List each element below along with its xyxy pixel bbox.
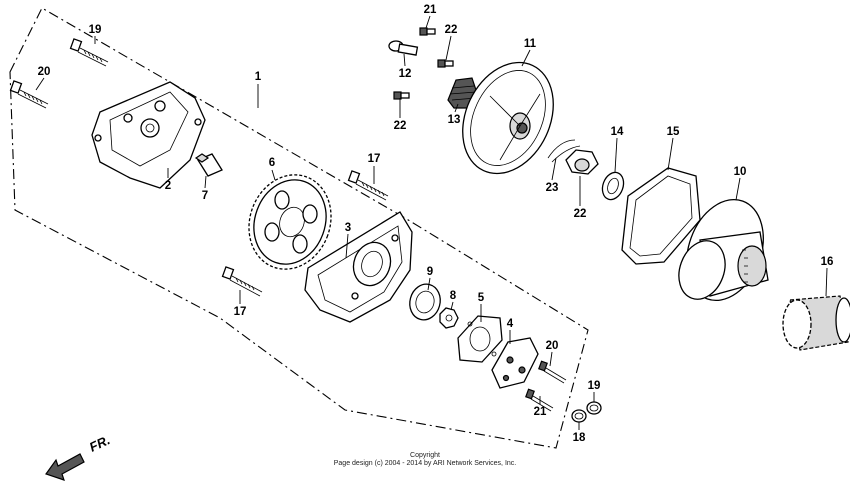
- bolt-17-lower[interactable]: [221, 266, 263, 297]
- screw-21-lower[interactable]: [525, 388, 554, 412]
- bolt-20-upper[interactable]: [69, 38, 109, 67]
- leader-lines: [35, 15, 828, 430]
- callout-2: 2: [165, 180, 171, 192]
- callout-17-lower: 17: [234, 306, 247, 318]
- callout-20-upper: 19: [89, 24, 102, 36]
- callout-19-left: 18: [573, 432, 586, 444]
- bolt-22-middle[interactable]: [437, 59, 454, 68]
- gasket-5[interactable]: [457, 315, 503, 363]
- callout-22-lower: 22: [394, 120, 407, 132]
- callout-16: 16: [821, 256, 834, 268]
- callout-7: 7: [202, 190, 208, 202]
- callout-12: 12: [399, 68, 412, 80]
- pump-body-3[interactable]: [304, 211, 413, 323]
- callout-18: 22: [574, 208, 587, 220]
- callout-21-upper: 20: [546, 340, 559, 352]
- clip-23[interactable]: [547, 139, 581, 163]
- driven-gear-6[interactable]: [236, 163, 344, 281]
- fitting-7[interactable]: [194, 153, 223, 177]
- callout-14: 14: [611, 126, 624, 138]
- callout-22-top: 21: [424, 4, 437, 16]
- callout-4: 4: [507, 318, 514, 330]
- gasket-15[interactable]: [621, 167, 701, 265]
- callout-8: 8: [450, 290, 457, 302]
- plate-4[interactable]: [491, 337, 539, 389]
- drum-11[interactable]: [445, 48, 570, 189]
- nut-18[interactable]: [565, 149, 599, 175]
- copyright-line: Copyright: [410, 452, 440, 459]
- screw-21-upper[interactable]: [538, 360, 567, 384]
- inner-rotor-8[interactable]: [439, 307, 459, 329]
- outer-rotor-9[interactable]: [406, 281, 444, 324]
- callout-17-upper: 17: [368, 153, 381, 165]
- callout-3: 3: [345, 222, 351, 234]
- pump-cover-2[interactable]: [91, 81, 206, 189]
- callout-22-middle: 22: [445, 24, 458, 36]
- assembly-outline: [9, 7, 589, 449]
- callout-5: 5: [478, 292, 485, 304]
- callout-21-lower: 21: [534, 406, 547, 418]
- bolt-22-top[interactable]: [419, 27, 436, 36]
- front-direction-arrow: FR.: [45, 432, 112, 481]
- o-ring-19-right[interactable]: [586, 401, 602, 415]
- callout-23: 23: [546, 182, 559, 194]
- callout-20-lower: 20: [38, 66, 51, 78]
- callout-9: 9: [427, 266, 433, 278]
- callout-11: 11: [524, 38, 537, 50]
- bolt-12[interactable]: [388, 40, 419, 56]
- page-design-line: Page design (c) 2004 - 2014 by ARI Netwo…: [333, 460, 517, 467]
- callout-15: 15: [667, 126, 680, 138]
- housing-10[interactable]: [671, 189, 777, 311]
- callout-19-right: 19: [588, 380, 601, 392]
- callout-13: 13: [448, 114, 461, 126]
- washer-14[interactable]: [599, 169, 627, 202]
- o-ring-19-left[interactable]: [571, 409, 587, 423]
- callout-6: 6: [269, 157, 275, 169]
- callout-1: 1: [255, 71, 262, 83]
- gear-16[interactable]: [782, 295, 850, 351]
- bolt-20-lower[interactable]: [9, 80, 49, 109]
- copyright-footer: Copyright Page design (c) 2004 - 2014 by…: [0, 452, 850, 468]
- bolt-17-upper[interactable]: [347, 170, 389, 201]
- callout-10: 10: [734, 166, 747, 178]
- bolt-22-lower[interactable]: [393, 91, 410, 100]
